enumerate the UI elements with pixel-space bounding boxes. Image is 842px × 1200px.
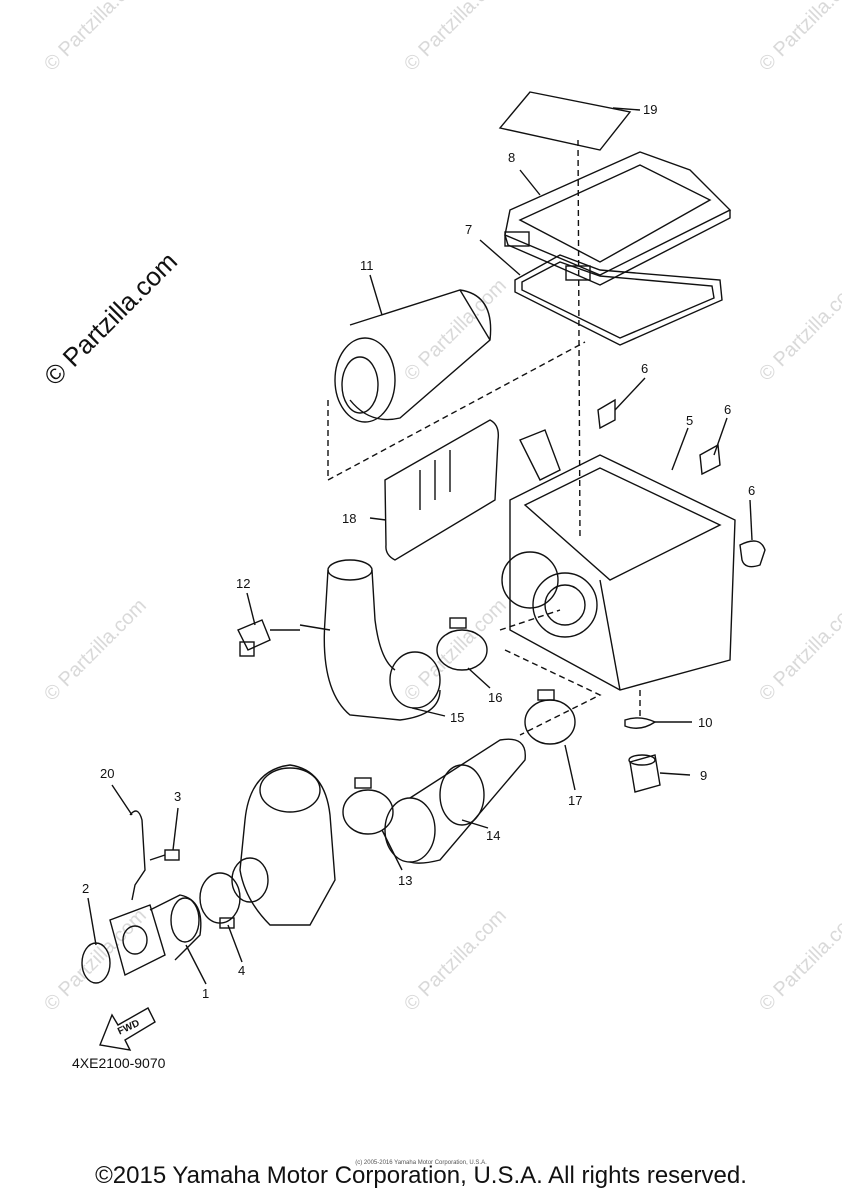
part-label: 10	[698, 715, 712, 730]
diagram-code: 4XE2100-9070	[72, 1055, 166, 1071]
part-label: 11	[360, 258, 374, 273]
elbow-fitting-part	[237, 619, 300, 657]
carburetor-reference	[231, 764, 336, 926]
part-label: 6	[641, 361, 648, 376]
part-label: 19	[643, 102, 657, 117]
part-label: 15	[450, 710, 464, 725]
part-label: 14	[486, 828, 500, 843]
airbox-cap-part	[504, 151, 732, 286]
part-label: 6	[724, 402, 731, 417]
gasket-part	[514, 254, 723, 346]
clamp-part	[199, 872, 241, 929]
part-label: 7	[465, 222, 472, 237]
holder-part	[129, 810, 146, 901]
airbox-case-part	[501, 429, 736, 691]
part-label: 8	[508, 150, 515, 165]
drain-clip-part	[624, 717, 657, 729]
fwd-arrow-icon	[99, 1007, 156, 1051]
screen-plate-part	[384, 419, 500, 561]
clamp-part	[524, 689, 576, 745]
part-label: 13	[398, 873, 412, 888]
part-label: 16	[488, 690, 502, 705]
intake-manifold-part	[109, 894, 202, 977]
clamp-part	[342, 777, 394, 835]
clip-part	[739, 540, 766, 568]
part-label: 2	[82, 881, 89, 896]
intake-joint-part	[299, 559, 441, 721]
part-label: 12	[236, 576, 250, 591]
part-label: 9	[700, 768, 707, 783]
clip-part	[597, 398, 616, 430]
fwd-label: FWD	[116, 1018, 141, 1038]
copyright-footer: ©2015 Yamaha Motor Corporation, U.S.A. A…	[95, 1162, 747, 1189]
part-label: 6	[748, 483, 755, 498]
small-copyright: (c) 2005-2016 Yamaha Motor Corporation, …	[355, 1160, 487, 1166]
air-filter-part	[334, 289, 492, 423]
o-ring-part	[81, 942, 111, 984]
clip-part	[699, 443, 721, 476]
part-label: 1	[202, 986, 209, 1001]
clamp-part	[436, 617, 488, 671]
part-label: 4	[238, 963, 245, 978]
part-label: 5	[686, 413, 693, 428]
part-label: 3	[174, 789, 181, 804]
part-label: 17	[568, 793, 582, 808]
bolt-part	[149, 849, 180, 861]
part-label: 18	[342, 511, 356, 526]
carburetor-joint-part	[384, 738, 526, 864]
part-label: 20	[100, 766, 114, 781]
drain-cap-part	[628, 754, 661, 793]
label-sheet-part	[498, 91, 632, 151]
